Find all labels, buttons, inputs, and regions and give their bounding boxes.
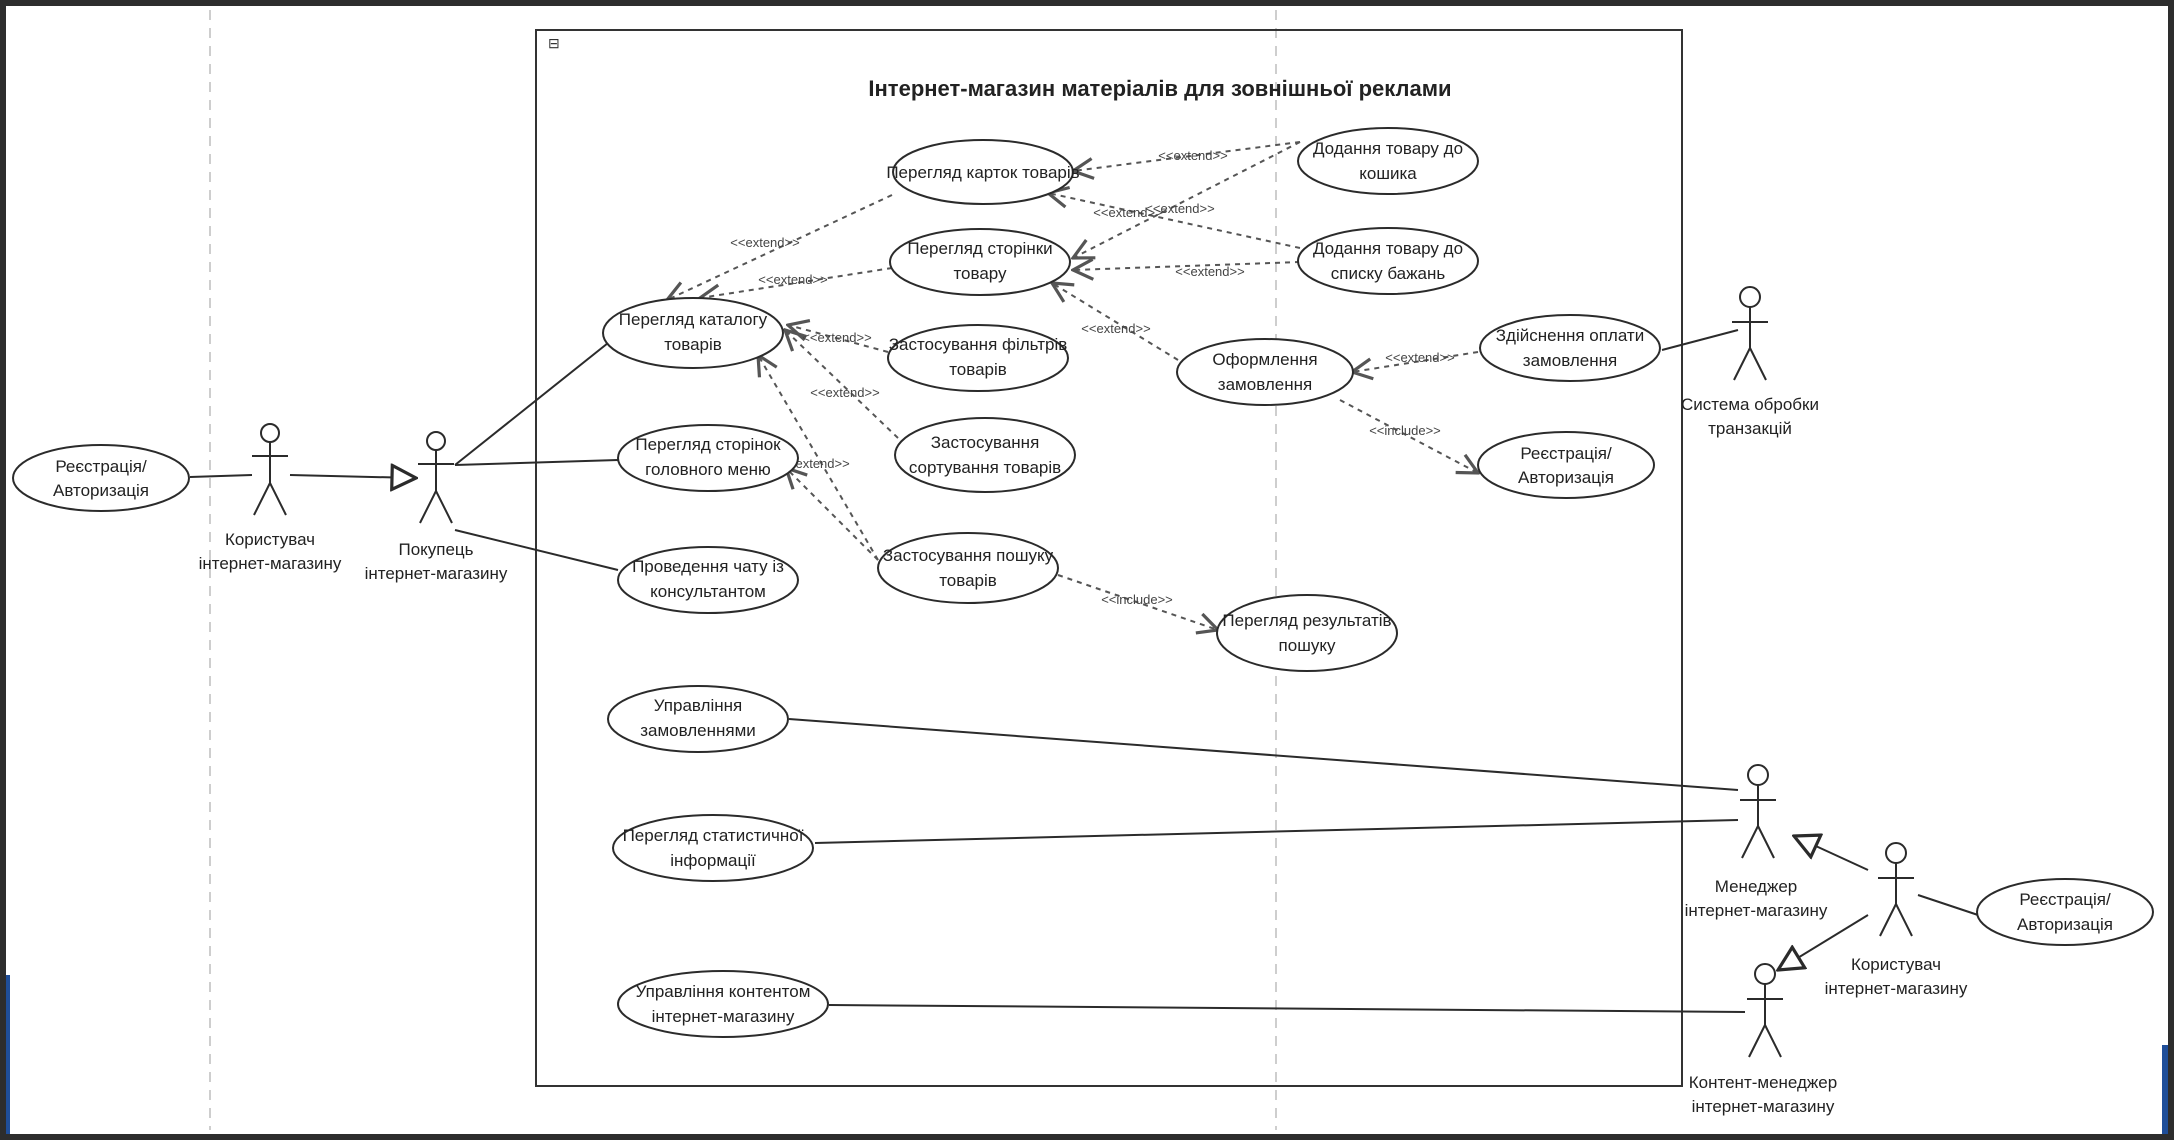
svg-text:товарів: товарів bbox=[939, 571, 997, 590]
use-case-apply-search[interactable]: Застосування пошуку товарів bbox=[877, 532, 1059, 604]
include-label: <<include>> bbox=[1101, 592, 1173, 607]
svg-text:Система обробки: Система обробки bbox=[1681, 395, 1819, 414]
use-case-apply-filters[interactable]: Застосування фільтрів товарів bbox=[887, 324, 1069, 392]
svg-text:Авторизація: Авторизація bbox=[53, 481, 149, 500]
extend-label: <<extend>> bbox=[1385, 350, 1454, 365]
svg-text:Додання товару до: Додання товару до bbox=[1313, 139, 1463, 158]
use-case-add-to-wishlist[interactable]: Додання товару до списку бажань bbox=[1297, 227, 1479, 295]
svg-text:інтернет-магазину: інтернет-магазину bbox=[1685, 901, 1828, 920]
svg-text:Користувач: Користувач bbox=[1851, 955, 1941, 974]
svg-text:Покупець: Покупець bbox=[398, 540, 473, 559]
svg-text:замовлення: замовлення bbox=[1523, 351, 1617, 370]
svg-text:інформації: інформації bbox=[670, 851, 756, 870]
svg-text:Управління контентом: Управління контентом bbox=[636, 982, 811, 1001]
svg-text:замовлення: замовлення bbox=[1218, 375, 1312, 394]
svg-text:інтернет-магазину: інтернет-магазину bbox=[1825, 979, 1968, 998]
stereotype-labels: <<extend>> <<extend>> <<extend>> <<exten… bbox=[730, 148, 1454, 607]
svg-text:товарів: товарів bbox=[664, 335, 722, 354]
extend-label: <<extend>> bbox=[1175, 264, 1244, 279]
use-case-manage-orders[interactable]: Управління замовленнями bbox=[607, 685, 789, 753]
use-case-consultant-chat[interactable]: Проведення чату із консультантом bbox=[617, 546, 799, 614]
actor-transactions[interactable]: Система обробки транзакцій bbox=[1681, 286, 1819, 438]
actor-buyer[interactable]: Покупець інтернет-магазину bbox=[365, 431, 508, 583]
actor-manager[interactable]: Менеджер інтернет-магазину bbox=[1685, 764, 1828, 920]
include-label: <<include>> bbox=[1369, 423, 1441, 438]
use-case-reg-right[interactable]: Реєстрація/ Авторизація bbox=[1976, 878, 2154, 946]
svg-text:Реєстрація/: Реєстрація/ bbox=[1520, 444, 1612, 463]
use-case-view-stats[interactable]: Перегляд статистичної інформації bbox=[612, 814, 814, 882]
extend-label: <<extend>> bbox=[758, 272, 827, 287]
use-case-view-search-results[interactable]: Перегляд результатів пошуку bbox=[1216, 594, 1398, 672]
generalization-user-to-buyer bbox=[289, 475, 416, 478]
actor-user-left[interactable]: Користувач інтернет-магазину bbox=[199, 423, 342, 573]
generalization-user-to-content-manager bbox=[1778, 914, 1869, 970]
svg-text:товарів: товарів bbox=[949, 360, 1007, 379]
extend-label: <<extend>> bbox=[730, 235, 799, 250]
svg-text:Перегляд статистичної: Перегляд статистичної bbox=[623, 826, 804, 845]
svg-text:замовленнями: замовленнями bbox=[640, 721, 756, 740]
collapse-icon[interactable]: ⊟ bbox=[548, 35, 560, 51]
svg-text:кошика: кошика bbox=[1359, 164, 1417, 183]
svg-text:Оформлення: Оформлення bbox=[1212, 350, 1317, 369]
actor-user-right[interactable]: Користувач інтернет-магазину bbox=[1825, 842, 1968, 998]
svg-text:пошуку: пошуку bbox=[1279, 636, 1336, 655]
svg-text:Перегляд сторінки: Перегляд сторінки bbox=[907, 239, 1052, 258]
svg-text:Реєстрація/: Реєстрація/ bbox=[55, 457, 147, 476]
svg-text:Проведення чату із: Проведення чату із bbox=[632, 557, 784, 576]
extend-label: <<extend>> bbox=[810, 385, 879, 400]
dependencies bbox=[667, 141, 1478, 630]
svg-text:сортування товарів: сортування товарів bbox=[909, 458, 1061, 477]
extend-label: <<extend>> bbox=[1158, 148, 1227, 163]
svg-text:Користувач: Користувач bbox=[225, 530, 315, 549]
svg-text:інтернет-магазину: інтернет-магазину bbox=[652, 1007, 795, 1026]
use-case-payment[interactable]: Здійснення оплати замовлення bbox=[1479, 314, 1661, 382]
svg-text:Контент-менеджер: Контент-менеджер bbox=[1689, 1073, 1837, 1092]
svg-text:транзакцій: транзакцій bbox=[1708, 419, 1792, 438]
use-case-checkout[interactable]: Оформлення замовлення bbox=[1176, 338, 1354, 406]
svg-text:списку бажань: списку бажань bbox=[1331, 264, 1446, 283]
use-case-reg-left[interactable]: Реєстрація/ Авторизація bbox=[12, 444, 190, 512]
use-case-add-to-cart[interactable]: Додання товару до кошика bbox=[1297, 127, 1479, 195]
use-case-view-catalog[interactable]: Перегляд каталогу товарів bbox=[602, 297, 784, 369]
extend-label: <<extend>> bbox=[1081, 321, 1150, 336]
use-case-view-product-page[interactable]: Перегляд сторінки товару bbox=[889, 228, 1071, 296]
system-boundary bbox=[535, 29, 1683, 1087]
svg-text:Перегляд результатів: Перегляд результатів bbox=[1222, 611, 1391, 630]
svg-text:Перегляд карток товарів: Перегляд карток товарів bbox=[886, 163, 1079, 182]
svg-text:консультантом: консультантом bbox=[650, 582, 766, 601]
use-case-reg-inner[interactable]: Реєстрація/ Авторизація bbox=[1477, 431, 1655, 499]
system-title: Інтернет-магазин матеріалів для зовнішнь… bbox=[868, 76, 1451, 101]
svg-text:Перегляд каталогу: Перегляд каталогу bbox=[619, 310, 768, 329]
use-case-apply-sorting[interactable]: Застосування сортування товарів bbox=[894, 417, 1076, 493]
svg-text:інтернет-магазину: інтернет-магазину bbox=[1692, 1097, 1835, 1116]
extend-label: <<extend>> bbox=[1093, 205, 1162, 220]
use-case-manage-content[interactable]: Управління контентом інтернет-магазину bbox=[617, 970, 829, 1038]
extend-label: <<extend>> bbox=[1145, 201, 1214, 216]
svg-text:Реєстрація/: Реєстрація/ bbox=[2019, 890, 2111, 909]
svg-text:інтернет-магазину: інтернет-магазину bbox=[199, 554, 342, 573]
associations bbox=[189, 329, 1979, 1013]
actor-content-manager[interactable]: Контент-менеджер інтернет-магазину bbox=[1689, 963, 1837, 1116]
svg-text:товару: товару bbox=[953, 264, 1007, 283]
extend-label: <<extend>> bbox=[802, 330, 871, 345]
svg-text:Застосування пошуку: Застосування пошуку bbox=[883, 546, 1054, 565]
use-case-view-cards[interactable]: Перегляд карток товарів bbox=[886, 139, 1080, 205]
svg-text:Застосування: Застосування bbox=[931, 433, 1040, 452]
svg-text:Застосування фільтрів: Застосування фільтрів bbox=[889, 335, 1068, 354]
svg-text:Менеджер: Менеджер bbox=[1715, 877, 1797, 896]
svg-text:головного меню: головного меню bbox=[645, 460, 771, 479]
svg-text:Управління: Управління bbox=[654, 696, 742, 715]
svg-text:інтернет-магазину: інтернет-магазину bbox=[365, 564, 508, 583]
use-case-view-main-menu[interactable]: Перегляд сторінок головного меню bbox=[617, 424, 799, 492]
svg-text:Авторизація: Авторизація bbox=[1518, 468, 1614, 487]
svg-text:Здійснення оплати: Здійснення оплати bbox=[1496, 326, 1644, 345]
svg-text:Перегляд сторінок: Перегляд сторінок bbox=[635, 435, 781, 454]
svg-text:Додання товару до: Додання товару до bbox=[1313, 239, 1463, 258]
generalization-user-to-manager bbox=[1794, 836, 1869, 871]
svg-text:Авторизація: Авторизація bbox=[2017, 915, 2113, 934]
